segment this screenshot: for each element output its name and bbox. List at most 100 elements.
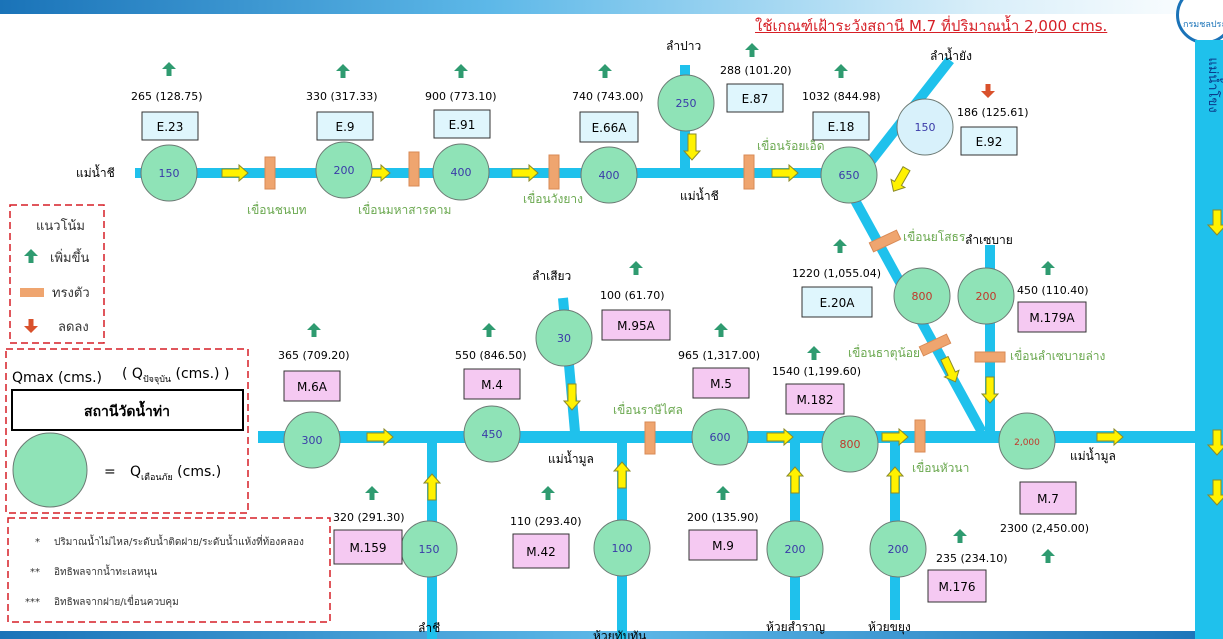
code-m7: M.7 — [1037, 492, 1059, 506]
reading-e92: 186 (125.61) — [957, 106, 1029, 119]
trend-up-icon-e91 — [454, 64, 468, 78]
trend-legend-fall-icon — [24, 319, 38, 333]
trend-legend-rise-icon — [24, 249, 38, 263]
reading-m159: 320 (291.30) — [333, 511, 405, 524]
dam-wang-yang — [548, 154, 560, 190]
key-legend-station-box-label: สถานีวัดน้ำท่า — [84, 400, 170, 420]
box-e20a — [801, 286, 873, 318]
code-e9: E.9 — [335, 120, 354, 134]
qwarn-m95a: 30 — [557, 332, 571, 345]
box-m4 — [463, 368, 521, 400]
dam-yasothon — [868, 229, 902, 253]
trend-legend-rise-label: เพิ่มขึ้น — [50, 248, 89, 266]
key-legend-station-box — [11, 389, 244, 431]
box-e92 — [960, 126, 1018, 156]
note-3-mark: *** — [25, 597, 40, 608]
key-legend-circle — [12, 432, 88, 508]
note-1-text: ปริมาณน้ำไม่ไหล/ระดับน้ำติดฝาย/ระดับน้ำแ… — [54, 534, 304, 548]
code-m42: M.42 — [526, 545, 555, 559]
qwarn-m159: 150 — [419, 543, 440, 556]
qwarn-e92: 150 — [915, 121, 936, 134]
trend-up-icon-m5 — [714, 323, 728, 337]
dam-lam-se-bai-lang — [974, 351, 1006, 363]
trend-up-icon-e20a — [833, 239, 847, 253]
code-m95a: M.95A — [617, 319, 655, 333]
dam-rasi-salai — [644, 421, 656, 455]
box-m42 — [512, 533, 570, 569]
trend-up-icon-m6a — [307, 323, 321, 337]
key-legend-frame — [5, 348, 249, 514]
code-m6a: M.6A — [297, 380, 328, 394]
trend-up-icon-m7 — [1041, 549, 1055, 563]
note-1-mark: * — [35, 537, 40, 548]
box-m179a — [1017, 301, 1087, 333]
code-e92: E.92 — [976, 135, 1003, 149]
box-e87 — [726, 83, 784, 113]
circle-m4 — [463, 405, 521, 463]
dam-label-rasi-salai: เขื่อนราษีไศล — [613, 401, 683, 417]
note-2-text: อิทธิพลจากน้ำทะเลหนุน — [54, 564, 157, 578]
dam-hua-na — [914, 419, 926, 453]
circle-m42 — [593, 519, 651, 577]
trend-up-icon-e87 — [745, 43, 759, 57]
box-m176 — [927, 569, 987, 603]
qwarn-huai-samran: 200 — [785, 543, 806, 556]
dam-label-maha-sarakham: เขื่อนมหาสารคาม — [358, 201, 451, 217]
reading-m7: 2300 (2,450.00) — [1000, 522, 1089, 535]
flow-arrow-lam-chi — [423, 473, 441, 501]
river-label-lam-nam-yang: ลำน้ำยัง — [930, 47, 972, 63]
river-label-huai-samran: ห้วยสำราญ — [766, 620, 825, 634]
reading-m42: 110 (293.40) — [510, 515, 582, 528]
qwarn-e20a: 800 — [912, 290, 933, 303]
key-legend-qwarn-prefix: Q — [130, 464, 141, 480]
circle-m182 — [821, 415, 879, 473]
trend-up-icon-e23 — [162, 62, 176, 76]
trend-up-icon-m176 — [953, 529, 967, 543]
station-circles — [140, 74, 1056, 578]
dam-label-that-noi: เขื่อนธาตุน้อย — [848, 344, 920, 361]
circle-e23 — [140, 144, 198, 202]
dam-label-hua-na: เขื่อนหัวนา — [912, 459, 969, 475]
box-e66a — [579, 111, 639, 143]
code-m179a: M.179A — [1029, 311, 1075, 325]
dam-roi-et — [743, 154, 755, 190]
notes-legend: * ปริมาณน้ำไม่ไหล/ระดับน้ำติดฝาย/ระดับน้… — [7, 517, 331, 623]
flow-arrow-lam-nam-yang — [886, 164, 914, 196]
river-label-lam-siao: ลำเสียว — [532, 269, 571, 283]
code-e87: E.87 — [742, 92, 769, 106]
circle-m7 — [998, 412, 1056, 470]
header-bar — [0, 0, 1223, 14]
code-e66a: E.66A — [592, 121, 628, 135]
box-m7 — [1019, 481, 1077, 515]
river-label-chi-mid: แม่น้ำชี — [680, 187, 719, 203]
trend-up-icon-m4 — [482, 323, 496, 337]
qwarn-m6a: 300 — [302, 434, 323, 447]
key-legend-equals: = — [104, 464, 116, 480]
trend-legend-steady-label: ทรงตัว — [52, 286, 90, 301]
box-m95a — [601, 309, 671, 341]
key-legend-qnow-prefix: ( Q — [122, 366, 143, 382]
dam-that-noi — [918, 333, 952, 357]
box-m6a — [283, 370, 341, 402]
dam-chonnabot — [264, 156, 276, 190]
qwarn-m42: 100 — [612, 542, 633, 555]
code-e18: E.18 — [828, 120, 855, 134]
code-e91: E.91 — [449, 118, 476, 132]
flow-arrow-huai-khayung — [886, 466, 904, 494]
river-label-huai-khayung: ห้วยขยุง — [868, 620, 911, 635]
flow-arrow-chi-3 — [511, 164, 539, 182]
box-m5 — [692, 367, 750, 399]
circle-m179a — [957, 267, 1015, 325]
river-label-mun-east: แม่น้ำมูล — [1070, 447, 1116, 464]
flow-arrow-chi-4 — [771, 164, 799, 182]
code-m176: M.176 — [938, 580, 975, 594]
dam-label-wang-yang: เขื่อนวังยาง — [523, 190, 583, 206]
qwarn-m7: 2,000 — [1014, 438, 1040, 448]
reading-m95a: 100 (61.70) — [600, 289, 665, 302]
circle-e91 — [432, 143, 490, 201]
key-legend-qnow-sub: ปัจจุบัน — [143, 375, 171, 385]
circle-m6a — [283, 411, 341, 469]
notes-frame — [7, 517, 331, 623]
reading-m176: 235 (234.10) — [936, 552, 1008, 565]
